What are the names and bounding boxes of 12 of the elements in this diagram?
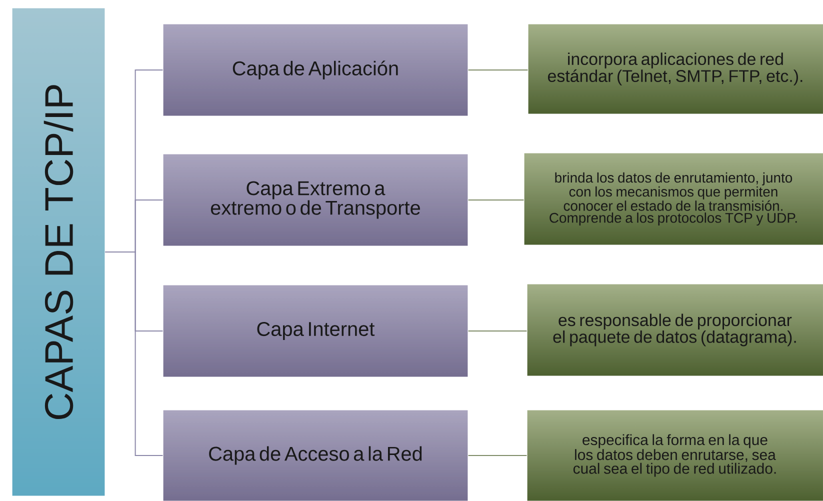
- description-box: incorpora aplicaciones de red estándar (Telnet, SMTP, FTP, etc.).: [528, 24, 823, 114]
- title-box: CAPAS DE TCP/IP: [12, 8, 106, 496]
- description-box: es responsable de proporcionar el paquete de datos (datagrama).: [526, 284, 823, 376]
- connector-line: [468, 330, 528, 332]
- description-box: brinda los datos de enrutamiento, junto con los mecanismos que permiten conocer el estado de la transmisión. Comprende a los protocolos TCP y UDP.: [524, 152, 823, 246]
- layer-box: Capa de Aplicación: [162, 24, 468, 116]
- layer-box: Capa de Acceso a la Red: [162, 410, 468, 501]
- layer-box: Capa Extremo a extremo o de Transporte: [162, 154, 468, 246]
- description-box: especifica la forma en la que los datos deben enrutarse, sea cual sea el tipo de red utilizado.: [526, 410, 823, 501]
- connector-line: [468, 455, 528, 456]
- layer-box: Capa Internet: [162, 284, 468, 378]
- connector-line: [104, 252, 164, 456]
